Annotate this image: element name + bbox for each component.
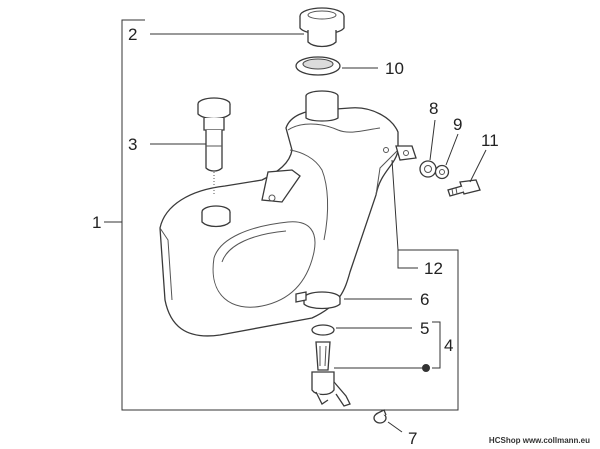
callout-7: 7	[408, 429, 417, 448]
callout-9: 9	[453, 115, 462, 134]
callout-labels: 1 2 3 4 5 6 7 8 9 10 11 12	[92, 25, 499, 448]
callout-12: 12	[424, 259, 443, 278]
frame-lines	[121, 19, 459, 411]
hose-clamp	[295, 291, 341, 310]
callout-4: 4	[444, 336, 453, 355]
callout-5: 5	[420, 319, 429, 338]
callout-10: 10	[385, 59, 404, 78]
callout-3: 3	[128, 135, 137, 154]
fuel-tank	[159, 90, 399, 337]
hose-clip	[373, 409, 387, 424]
clip-nut	[395, 145, 417, 161]
source-credit: HCShop www.collmann.eu	[489, 436, 590, 445]
credit-brand: HCShop	[488, 436, 521, 445]
filler-cap	[299, 7, 345, 48]
callout-2: 2	[128, 25, 137, 44]
filler-gasket	[295, 56, 341, 76]
screw-11	[447, 179, 481, 197]
callout-6: 6	[420, 290, 429, 309]
washer-9	[434, 164, 450, 180]
fuel-tap	[311, 341, 351, 407]
credit-site: www.collmann.eu	[522, 436, 590, 445]
washer-8	[419, 160, 437, 178]
callout-1: 1	[92, 213, 101, 232]
leader-lines	[104, 33, 487, 433]
callout-8: 8	[429, 99, 438, 118]
callout-11: 11	[481, 131, 499, 150]
fuel-gauge-sender	[197, 97, 231, 196]
o-ring	[311, 324, 335, 336]
tap-callout-dot	[422, 364, 430, 372]
